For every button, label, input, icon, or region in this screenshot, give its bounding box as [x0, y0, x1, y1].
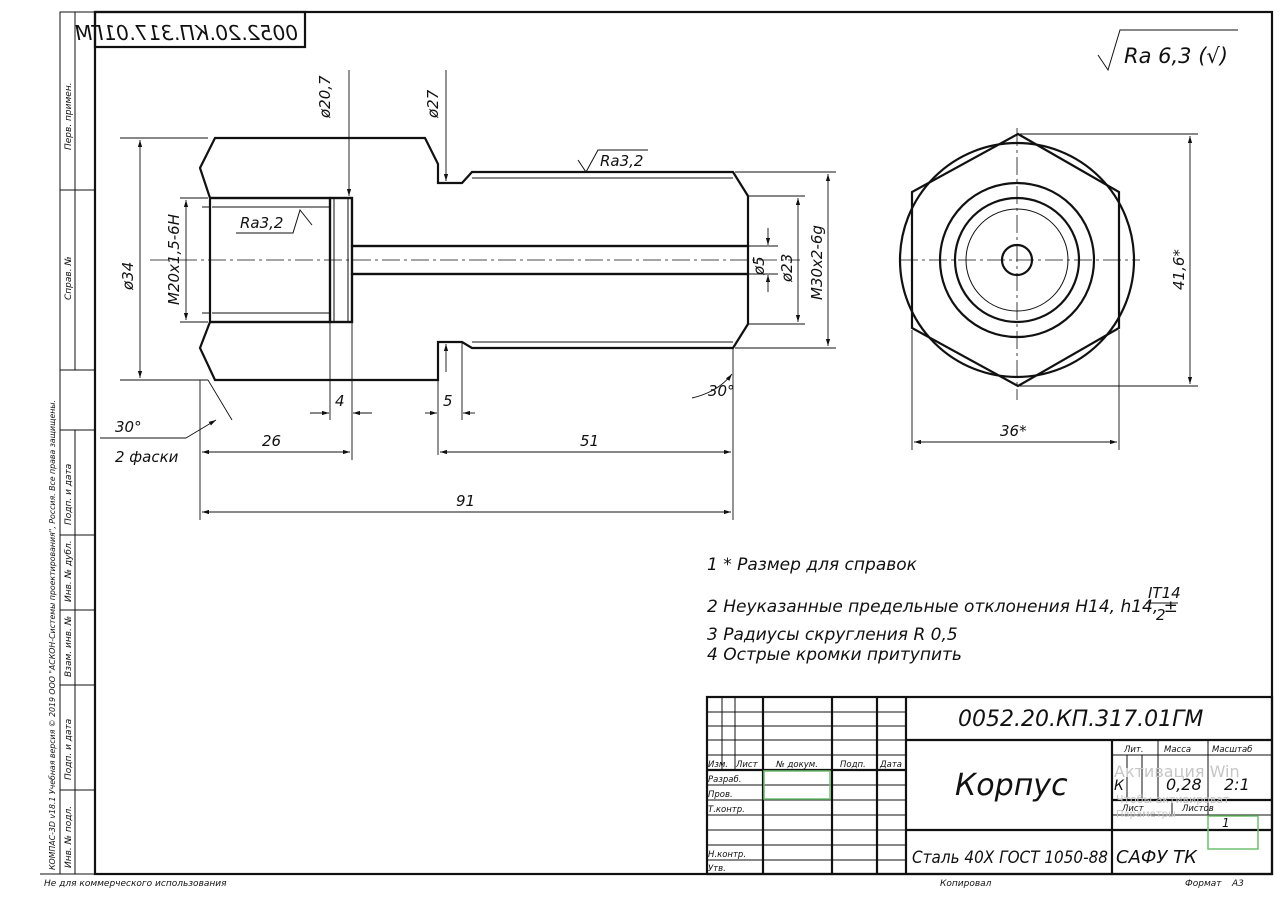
side-label-perv: Перв. примен.	[64, 82, 74, 150]
tb-highlight-cell-1	[763, 770, 831, 800]
section-dimensions: ø34 M20x1,5-6H Ra3,2 ø20,7 ø27 Ra3,2 ø5 …	[100, 70, 836, 520]
tb-role-utv: Утв.	[708, 864, 726, 874]
dim-4: 4	[335, 392, 345, 410]
tb-sheet-label: Лист	[1121, 804, 1145, 814]
roughness-general-text: Ra 6,3 (√)	[1124, 44, 1228, 68]
dim-91: 91	[456, 492, 475, 510]
tb-role-tkontr: Т.контр.	[708, 805, 745, 815]
watermark-line2: Чтобы активироват	[1116, 793, 1230, 806]
dim-26: 26	[262, 432, 281, 450]
dim-hex-height: 41,6*	[1170, 249, 1188, 290]
technical-notes: 1 * Размер для справок 2 Неуказанные пре…	[707, 555, 1181, 665]
dim-5: 5	[443, 392, 453, 410]
dim-chamfer-note: 2 фаски	[115, 448, 179, 466]
side-label-inv-podl: Инв. № подл.	[64, 806, 74, 868]
dim-m20: M20x1,5-6H	[165, 214, 183, 305]
top-stamp-text: 0052.20.КП.317.01ГМ	[75, 21, 298, 45]
side-label-podp1: Подп. и дата	[64, 464, 74, 525]
note-4: 4 Острые кромки притупить	[707, 645, 962, 665]
top-stamp: 0052.20.КП.317.01ГМ	[75, 10, 307, 49]
roughness-general: Ra 6,3 (√)	[1097, 29, 1238, 72]
tb-mass-label: Масса	[1164, 745, 1191, 755]
note-fraction-num: IT14	[1148, 584, 1181, 602]
copyright-vertical: КОМПАС-3D v18.1 Учебная версия © 2019 ОО…	[48, 400, 57, 870]
hex-end-view: 41,6* 36*	[898, 128, 1198, 450]
dim-chamfer-right: 30°	[708, 382, 735, 400]
sheet-frame	[40, 10, 1274, 876]
tb-mass-value: 0,28	[1166, 775, 1202, 794]
dim-d23: ø23	[778, 254, 796, 283]
side-labels: Перв. примен. Справ. № Подп. и дата Инв.…	[48, 82, 74, 870]
watermark-line3: Параметры	[1116, 809, 1176, 820]
tb-hdr-list: Лист	[735, 760, 759, 770]
footer-format-label: Формат	[1185, 879, 1222, 889]
tb-name: Корпус	[955, 768, 1068, 803]
part-section-view	[150, 136, 800, 382]
tb-lit-label: Лит.	[1123, 745, 1144, 755]
dim-d5: ø5	[750, 256, 768, 276]
note-2: 2 Неуказанные предельные отклонения H14,…	[707, 597, 1178, 617]
side-label-podp2: Подп. и дата	[64, 719, 74, 780]
dim-chamfer-left: 30°	[115, 418, 142, 436]
dim-hex-width: 36*	[1000, 422, 1027, 440]
note-3: 3 Радиусы скругления R 0,5	[707, 625, 958, 645]
tb-hdr-doc: № докум.	[775, 760, 818, 770]
title-block: Изм. Лист № докум. Подп. Дата Разраб. Пр…	[705, 695, 1274, 876]
tb-designation: 0052.20.КП.317.01ГМ	[958, 707, 1203, 732]
dim-d20-7: ø20,7	[316, 75, 334, 119]
dim-d34: ø34	[119, 262, 137, 291]
footer-copy: Копировал	[940, 879, 992, 889]
tb-material: Сталь 40Х ГОСТ 1050-88	[912, 848, 1108, 868]
side-label-sprav: Справ. №	[64, 256, 74, 300]
tb-hdr-date: Дата	[879, 760, 902, 770]
dim-51: 51	[580, 432, 599, 450]
note-fraction-den: 2	[1156, 606, 1166, 624]
ra-inner: Ra3,2	[240, 214, 283, 232]
tb-sheets-label: Листов	[1181, 804, 1214, 814]
tb-highlight-cell-2	[1207, 815, 1259, 850]
tb-hdr-izm: Изм.	[708, 760, 728, 770]
tb-role-razrab: Разраб.	[708, 775, 741, 785]
tb-lit-value: К	[1114, 778, 1125, 794]
tb-hdr-sign: Подп.	[840, 760, 866, 770]
hatch-lower	[198, 272, 750, 382]
footer-left: Не для коммерческого использования	[44, 879, 227, 889]
side-label-inv-dubl: Инв. № дубл.	[64, 540, 74, 602]
tb-org: САФУ ТК	[1116, 847, 1198, 868]
dim-d27: ø27	[424, 89, 442, 119]
tb-scale-value: 2:1	[1224, 775, 1250, 794]
tb-sheets-value: 1	[1222, 816, 1230, 830]
ra-outer: Ra3,2	[600, 152, 643, 170]
tb-role-nkontr: Н.контр.	[708, 850, 746, 860]
sheet-footer: Не для коммерческого использования Копир…	[44, 879, 1244, 889]
note-1: 1 * Размер для справок	[707, 555, 918, 575]
watermark-line1: Активация Win	[1114, 762, 1240, 781]
tb-scale-label: Масштаб	[1212, 745, 1252, 755]
tb-role-prov: Пров.	[708, 790, 733, 800]
side-label-vzam: Взам. инв. №	[64, 616, 74, 677]
footer-format-value: А3	[1231, 879, 1244, 889]
dim-m30: M30x2-6g	[808, 225, 826, 300]
